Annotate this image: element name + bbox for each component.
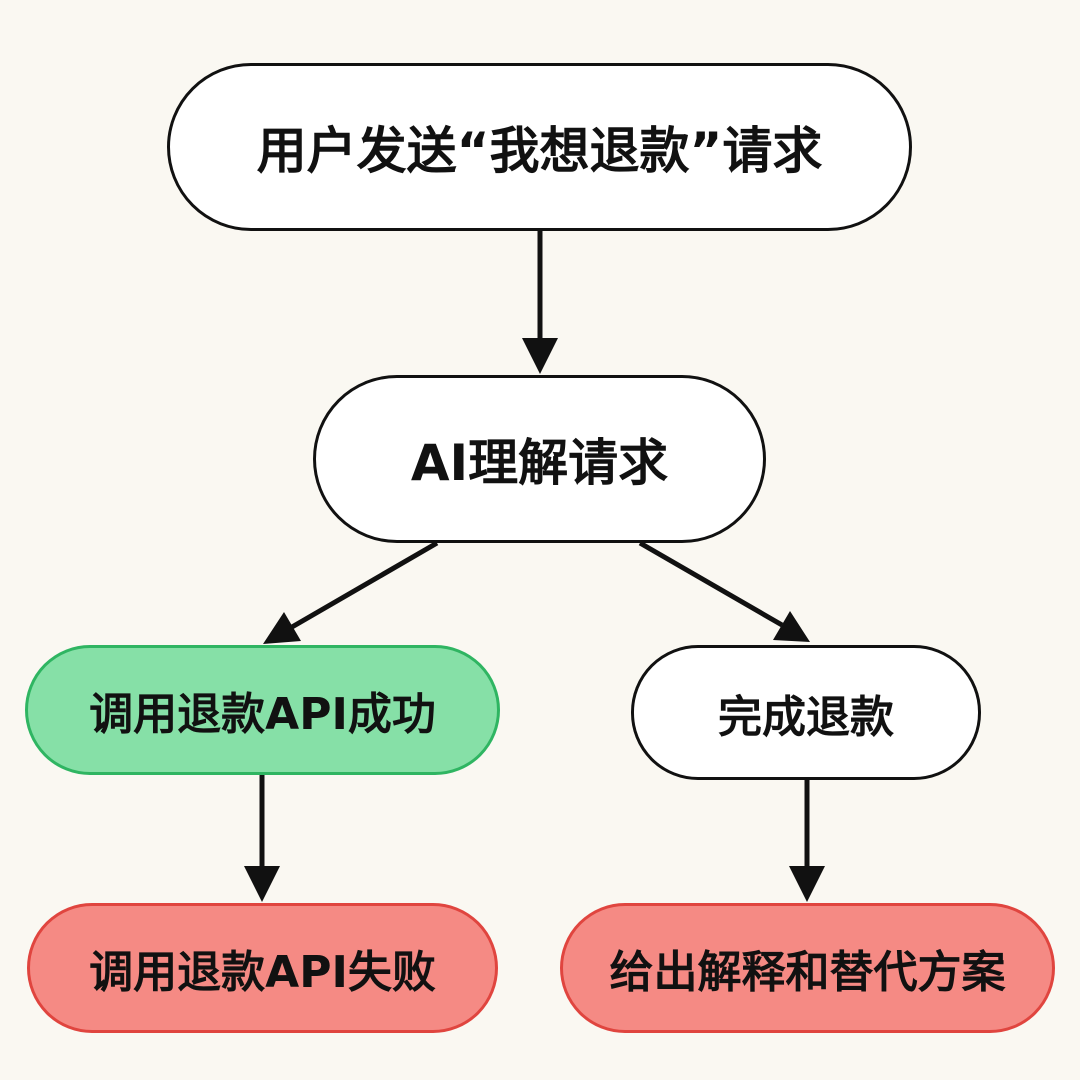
arrow-ai-to-success <box>290 540 439 630</box>
arrowhead-user-to-ai <box>522 338 558 374</box>
node-complete-refund: 完成退款 <box>631 645 981 780</box>
arrowhead-ai-to-complete <box>773 611 810 642</box>
node-refund-api-success: 调用退款API成功 <box>25 645 500 775</box>
arrowhead-ai-to-success <box>263 612 301 644</box>
node-ai-understand-request: AI理解请求 <box>313 375 766 543</box>
arrowhead-complete-to-explain <box>789 866 825 902</box>
arrow-ai-to-complete <box>638 540 784 628</box>
node-explain-alternatives: 给出解释和替代方案 <box>560 903 1055 1033</box>
arrowhead-success-to-fail <box>244 866 280 902</box>
node-user-refund-request: 用户发送“我想退款”请求 <box>167 63 912 231</box>
node-refund-api-fail: 调用退款API失败 <box>27 903 498 1033</box>
